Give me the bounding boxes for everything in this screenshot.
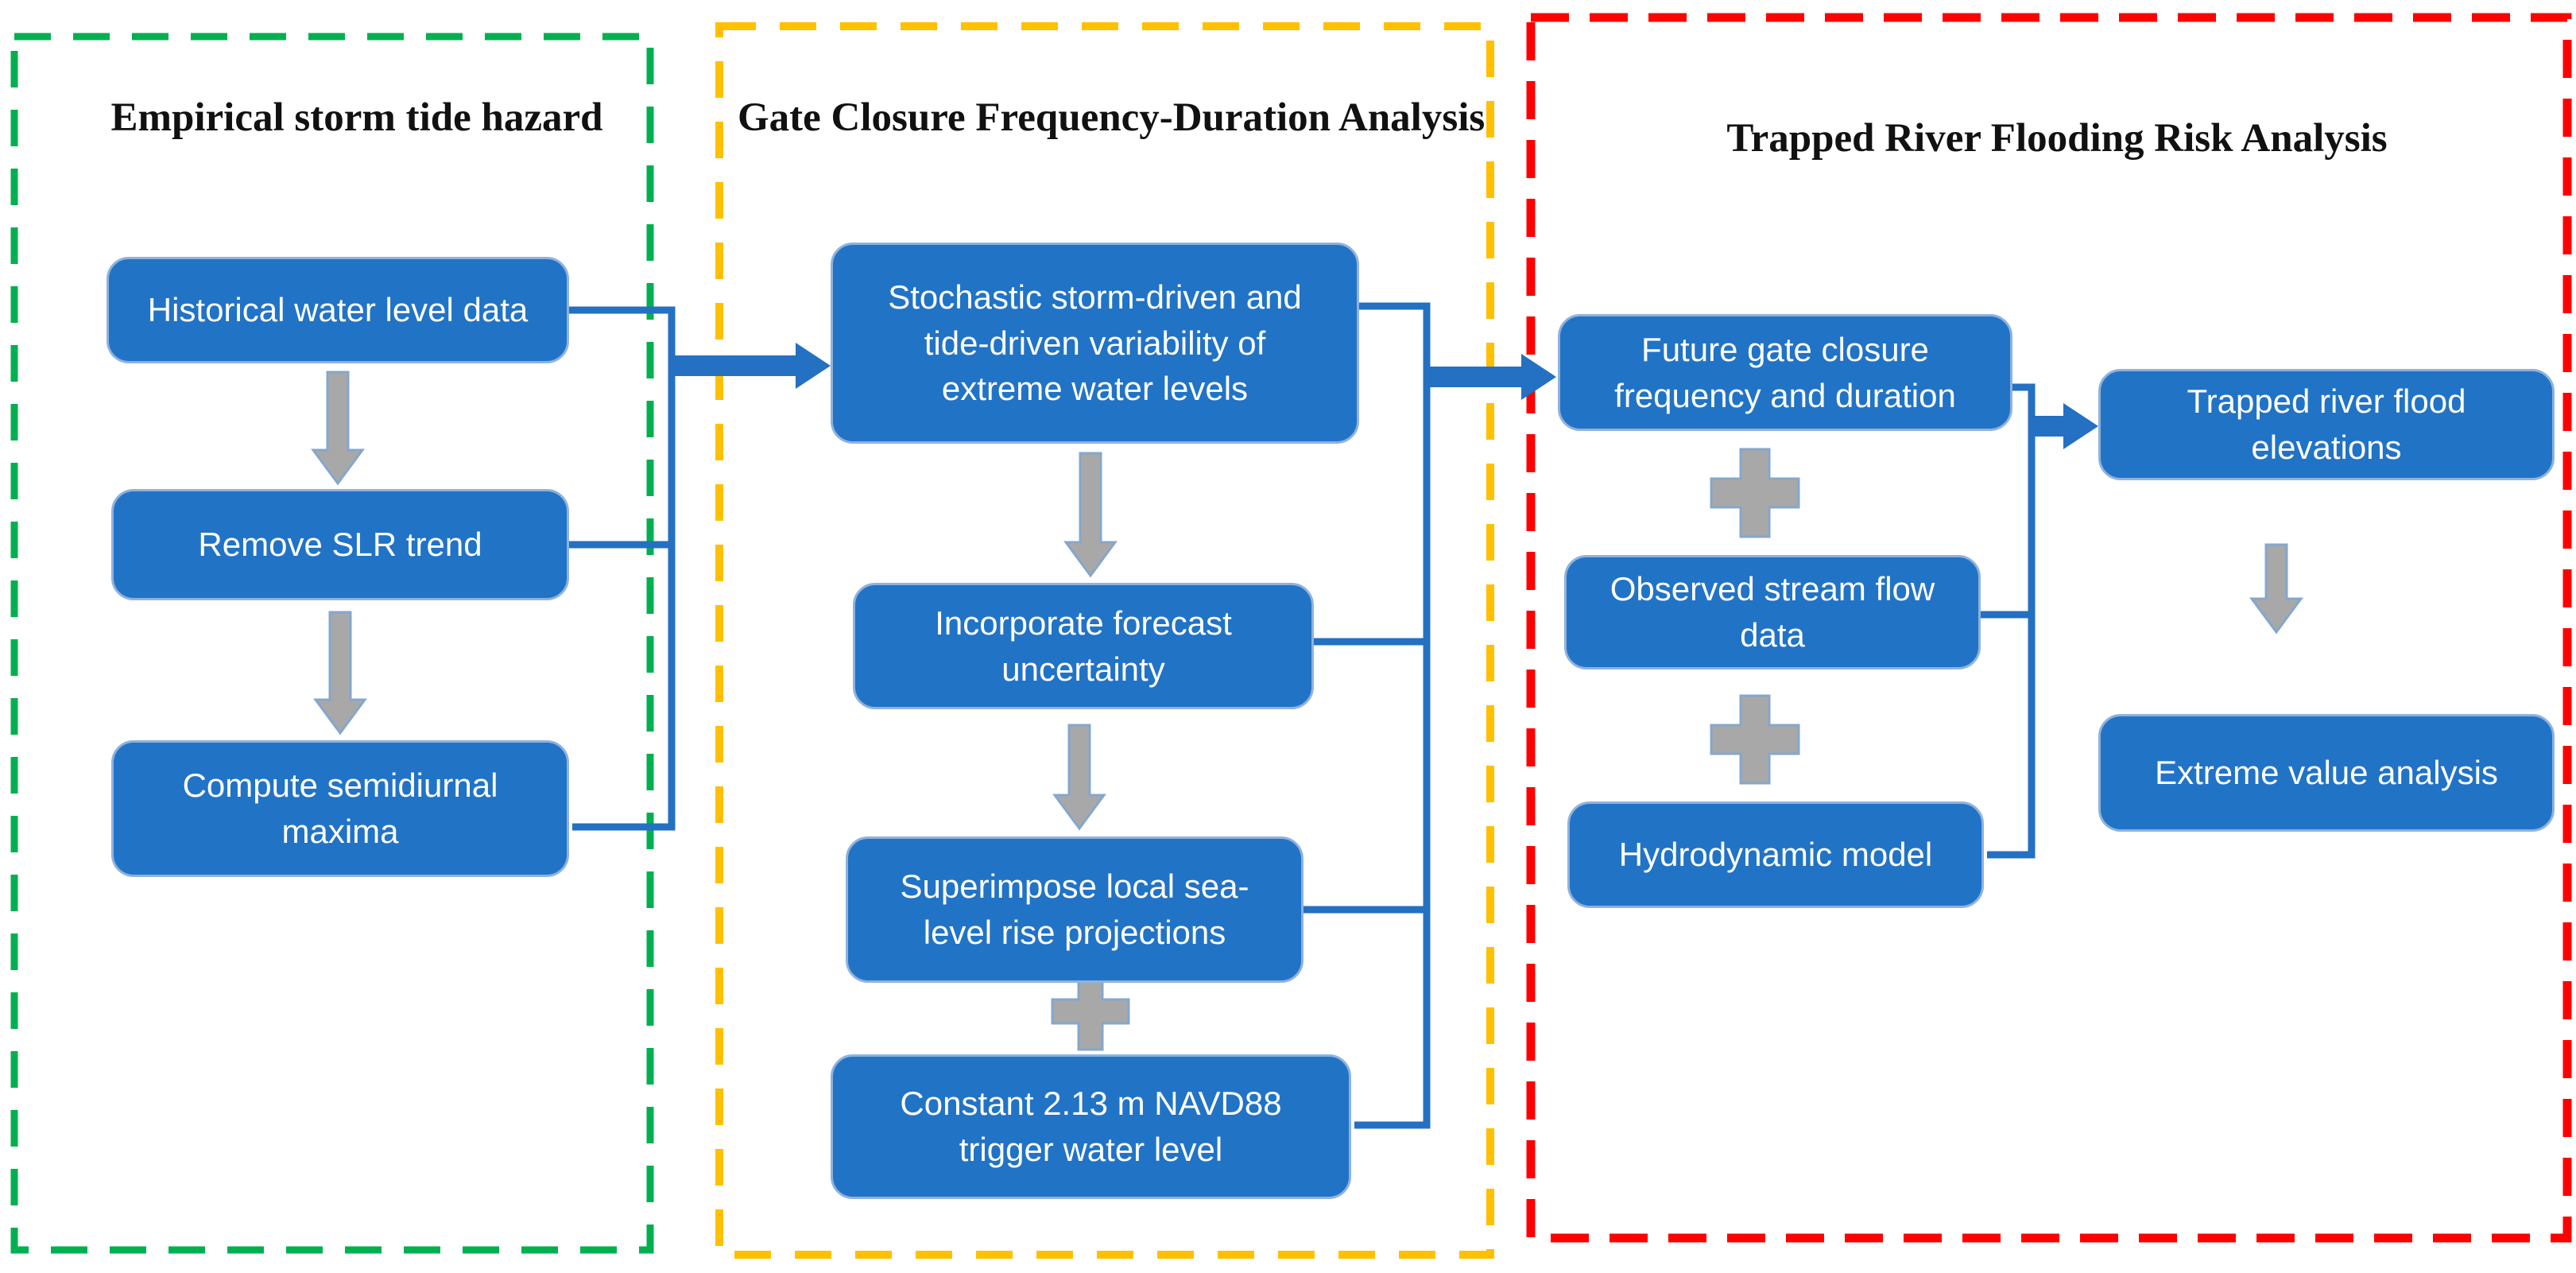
box-constant-trigger-water-level: Constant 2.13 m NAVD88 trigger water lev… — [831, 1054, 1351, 1199]
box-label: Remove SLR trend — [198, 526, 482, 564]
panel-title-trapped-river: Trapped River Flooding Risk Analysis — [1726, 116, 2388, 161]
arrow-to-trapped-flood-icon — [2032, 403, 2098, 449]
panel-title-gate-closure: Gate Closure Frequency-Duration Analysis — [738, 95, 1486, 140]
box-label: Hydrodynamic model — [1618, 836, 1933, 874]
box-compute-semidiurnal-maxima: Compute semidiurnal maxima — [111, 740, 569, 877]
box-incorporate-forecast-uncertainty: Incorporate forecast uncertainty — [853, 583, 1314, 709]
box-label: Extreme value analysis — [2155, 754, 2498, 792]
arrow-middle-to-right-icon — [1427, 354, 1556, 400]
plus-icon — [1710, 448, 1800, 538]
box-future-gate-closure: Future gate closure frequency and durati… — [1558, 314, 2012, 431]
down-arrow-icon — [311, 371, 365, 486]
plus-icon — [1710, 694, 1800, 785]
box-label: Observed stream flow data — [1610, 570, 1935, 654]
right-collector-connector — [1987, 383, 2036, 859]
box-remove-slr-trend: Remove SLR trend — [111, 489, 569, 600]
down-arrow-icon — [2249, 543, 2303, 635]
box-trapped-river-flood-elevations: Trapped river flood elevations — [2098, 369, 2555, 480]
down-arrow-icon — [1063, 452, 1118, 578]
middle-collector-connector — [1354, 302, 1431, 1129]
box-superimpose-slr-projections: Superimpose local sea- level rise projec… — [846, 836, 1303, 983]
box-label: Constant 2.13 m NAVD88 trigger water lev… — [900, 1085, 1282, 1168]
box-observed-stream-flow-data: Observed stream flow data — [1564, 555, 1981, 669]
gate-closure-panel-border — [715, 22, 1494, 1259]
box-hydrodynamic-model: Hydrodynamic model — [1567, 801, 1984, 908]
box-extreme-value-analysis: Extreme value analysis — [2098, 714, 2555, 832]
panel-title-empirical: Empirical storm tide hazard — [110, 95, 603, 140]
box-label: Trapped river flood elevations — [2187, 382, 2466, 466]
box-stochastic-variability: Stochastic storm-driven and tide-driven … — [831, 243, 1359, 444]
trapped-river-panel-border — [1526, 13, 2572, 1243]
box-label: Incorporate forecast uncertainty — [935, 604, 1232, 688]
left-collector-connector — [569, 306, 676, 831]
box-label: Historical water level data — [147, 291, 529, 329]
box-label: Stochastic storm-driven and tide-driven … — [888, 277, 1302, 408]
plus-icon — [1051, 972, 1130, 1051]
down-arrow-icon — [313, 611, 367, 735]
down-arrow-icon — [1052, 724, 1106, 831]
box-historical-water-level-data: Historical water level data — [107, 257, 569, 363]
empirical-panel-border — [10, 33, 654, 1254]
arrow-left-to-middle-icon — [672, 343, 831, 389]
box-label: Future gate closure frequency and durati… — [1614, 330, 1956, 414]
box-label: Superimpose local sea- level rise projec… — [900, 867, 1249, 951]
box-label: Compute semidiurnal maxima — [182, 767, 498, 850]
